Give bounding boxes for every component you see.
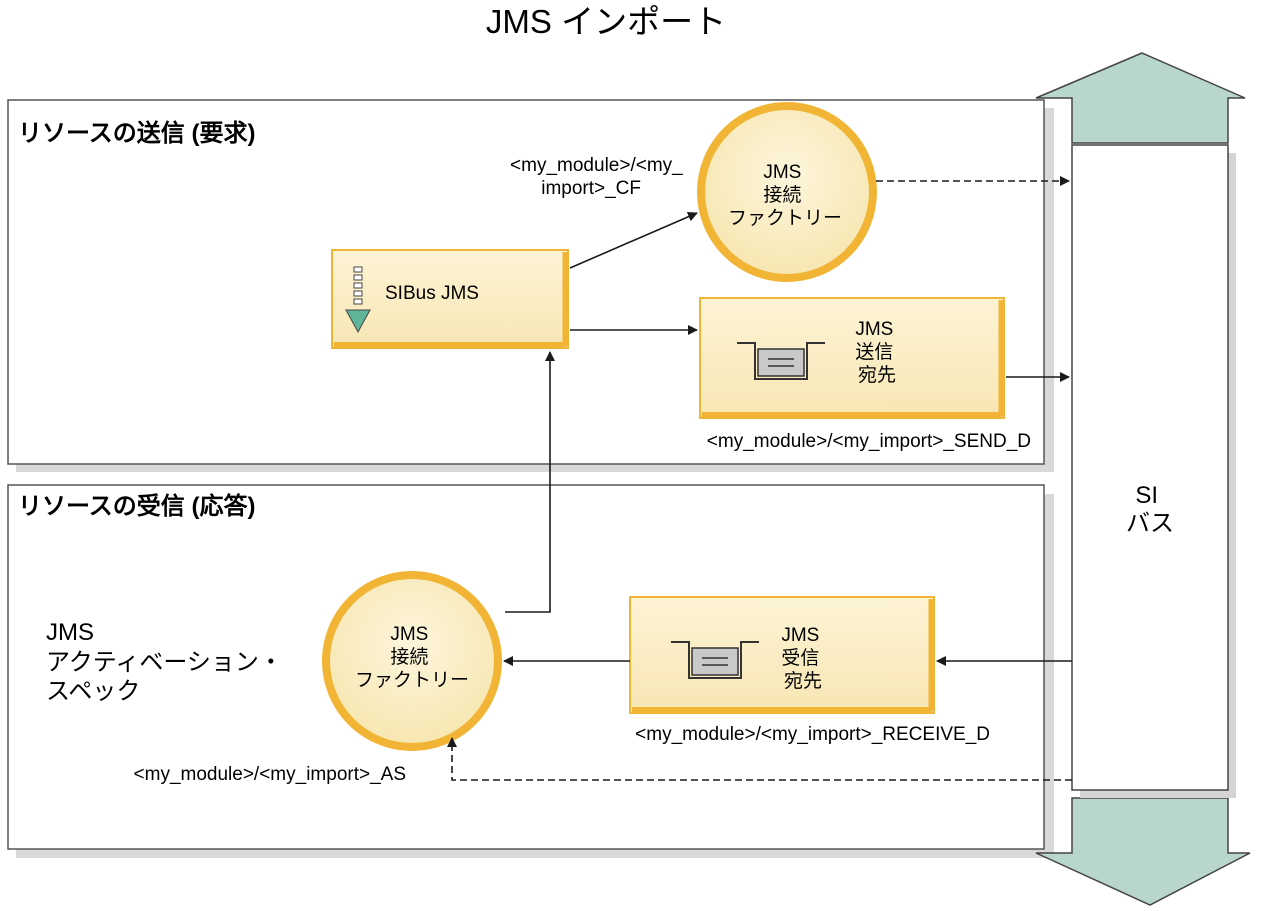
bus-to-recv-cf-dashed-arrow — [447, 737, 1072, 781]
recv-dest-text: JMS 受信 宛先 — [781, 625, 824, 692]
sibus-jms-box: SIBus JMS — [331, 249, 569, 349]
bus-down-arrow-icon — [1035, 797, 1251, 906]
si-bus: SI バス — [1035, 52, 1251, 906]
send-cf-jndi-name: <my_module>/<my_ import>_CF — [510, 155, 688, 199]
queue-arrow-icon — [345, 266, 371, 334]
sibus-jms-label: SIBus JMS — [385, 283, 479, 304]
send-destination-box: JMS 送信 宛先 — [699, 297, 1005, 419]
send-cf-text: JMS 接続 ファクトリー — [728, 162, 842, 229]
recv-cf-to-sibus-arrow — [505, 351, 555, 613]
queue-icon — [671, 641, 759, 679]
receive-connection-factory: JMS 接続 ファクトリー — [322, 571, 502, 751]
send-dest-text: JMS 送信 宛先 — [855, 319, 898, 386]
connectors — [447, 176, 1072, 781]
receive-section-label: リソースの受信 (応答) — [18, 492, 255, 520]
recv-dest-jndi-name: <my_module>/<my_import>_RECEIVE_D — [635, 724, 990, 745]
recv-cf-jndi-name: <my_module>/<my_import>_AS — [134, 764, 406, 785]
bus-up-arrow-icon — [1035, 52, 1246, 144]
send-section-label: リソースの送信 (要求) — [18, 119, 255, 147]
recv-cf-text: JMS 接続 ファクトリー — [355, 624, 469, 691]
diagram-title: JMS インポート — [486, 3, 726, 40]
sibus-to-send-cf-arrow — [569, 211, 698, 269]
receive-destination-box: JMS 受信 宛先 — [629, 596, 935, 714]
si-bus-label: SI バス — [1126, 482, 1174, 537]
activation-spec-label: JMS アクティベーション・ スペック — [46, 619, 290, 705]
queue-icon — [737, 342, 825, 380]
send-dest-jndi-name: <my_module>/<my_import>_SEND_D — [707, 431, 1031, 452]
send-connection-factory: JMS 接続 ファクトリー — [697, 102, 877, 282]
